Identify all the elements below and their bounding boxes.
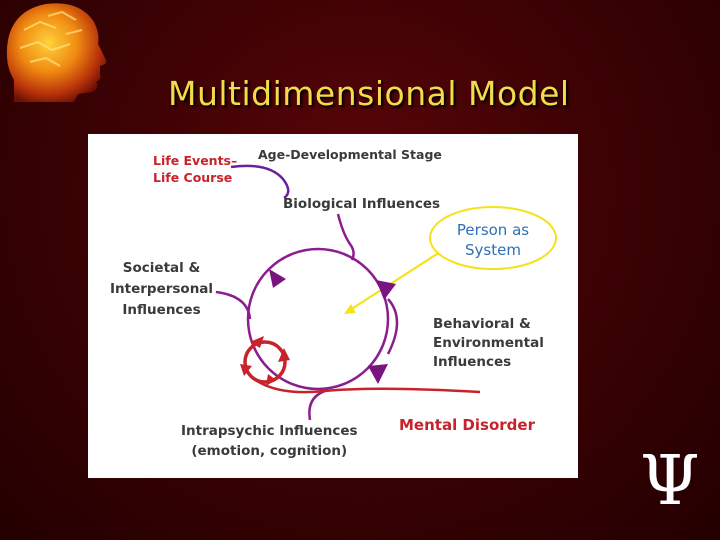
head-logo-icon <box>6 3 107 103</box>
intrapsychic-line-1: Intrapsychic Influences <box>181 423 358 439</box>
intrapsychic-arrow-2 <box>278 348 290 362</box>
psi-icon: Ψ <box>640 442 700 521</box>
intrapsychic-line-2: (emotion, cognition) <box>191 443 348 459</box>
mental-disorder-label: Mental Disorder <box>399 416 535 434</box>
intrapsychic-cycle <box>243 340 287 384</box>
person-system-cycle <box>246 247 390 391</box>
societal-line-1: Societal & <box>122 260 201 276</box>
societal-line-3: Influences <box>122 302 201 318</box>
slide-title: Multidimensional Model <box>168 74 570 113</box>
behavioral-influence-curve <box>386 298 399 355</box>
mental-disorder-line <box>253 377 481 394</box>
intrapsychic-arrow-3 <box>266 374 276 386</box>
cycle-arrow-top-right <box>376 280 396 300</box>
cycle-arrow-top-left <box>269 269 286 288</box>
life-events-label: Life Events– Life Course <box>153 152 237 186</box>
biological-influences-label: Biological Influences <box>283 196 441 212</box>
intrapsychic-influences-label: Intrapsychic Influences (emotion, cognit… <box>181 421 358 461</box>
societal-line-2: Interpersonal <box>110 281 214 297</box>
behavioral-influences-label: Behavioral & Environmental Influences <box>433 315 544 372</box>
person-system-label: Person as System <box>442 220 544 260</box>
person-system-line-1: Person as <box>456 221 530 239</box>
model-diagram: Life Events– Life Course Age-Development… <box>88 134 578 478</box>
cycle-arrow-bottom-right <box>368 364 388 384</box>
age-stage-label: Age-Developmental Stage <box>258 147 442 162</box>
person-arrow-line <box>349 251 441 311</box>
behavioral-line-2: Environmental <box>433 335 544 351</box>
intrapsychic-arrow-4 <box>240 364 252 376</box>
person-system-ellipse <box>429 206 557 270</box>
person-arrow-head <box>344 304 356 314</box>
behavioral-line-3: Influences <box>433 354 512 370</box>
life-events-line-1: Life Events– <box>153 153 238 168</box>
intrapsychic-arrow-1 <box>250 336 264 348</box>
life-events-line-2: Life Course <box>153 170 233 185</box>
societal-influences-label: Societal & Interpersonal Influences <box>110 258 213 321</box>
behavioral-line-1: Behavioral & <box>433 316 531 332</box>
biological-influence-curve <box>336 213 355 261</box>
person-system-line-2: System <box>465 241 521 259</box>
intrapsychic-influence-curve <box>308 388 329 421</box>
societal-influence-curve <box>215 290 252 320</box>
life-course-curve <box>230 164 290 200</box>
